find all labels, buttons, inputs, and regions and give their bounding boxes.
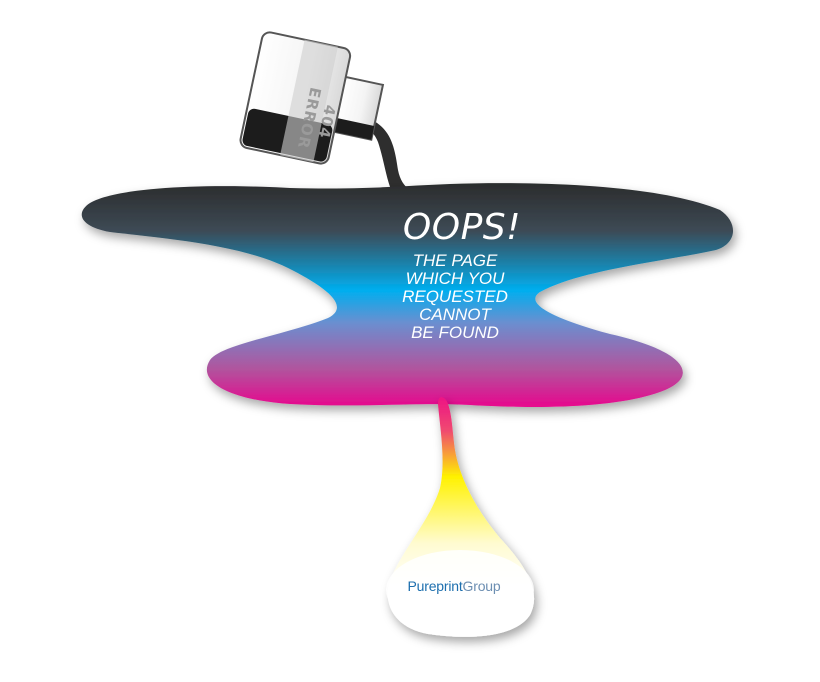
- bottle-label-band: [280, 39, 338, 163]
- error-message-line: THE PAGE: [412, 251, 498, 270]
- error-message-line: CANNOT: [419, 305, 491, 324]
- error-message-line: WHICH YOU: [405, 269, 505, 288]
- ink-stream: [362, 120, 410, 192]
- pureprint-logo[interactable]: PureprintGroup: [384, 578, 524, 594]
- ink-bottle: [239, 31, 385, 165]
- logo-text-group: Group: [462, 578, 501, 594]
- error-headline: OOPS!: [402, 207, 522, 248]
- logo-text-pureprint: Pureprint: [407, 578, 463, 594]
- error-message-line: BE FOUND: [411, 323, 499, 342]
- error-message: THE PAGE WHICH YOU REQUESTED CANNOT BE F…: [380, 252, 530, 342]
- ink-spill: [81, 183, 734, 407]
- error-message-line: REQUESTED: [402, 287, 508, 306]
- logo-drop-highlight: [386, 550, 534, 630]
